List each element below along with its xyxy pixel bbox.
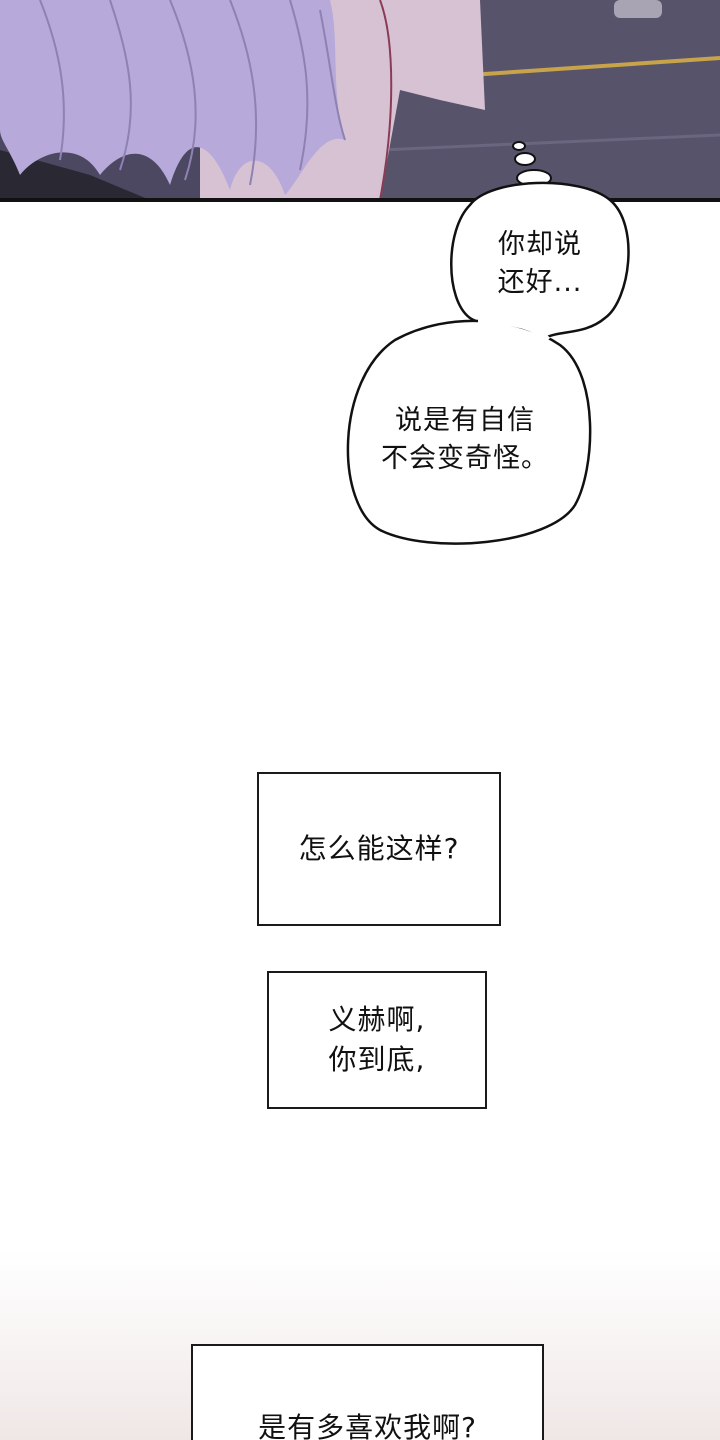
thought-trail-dot-medium: [514, 152, 536, 166]
character-hair-illustration: [0, 0, 720, 200]
narration-box-1: 怎么能这样?: [257, 772, 501, 926]
comic-panel-illustration: [0, 0, 720, 200]
thought-bubbles-graphic: [346, 141, 630, 545]
thought-bubble-upper: [450, 181, 630, 340]
narration-box-2: 义赫啊, 你到底,: [267, 971, 487, 1109]
thought-trail-dot-small: [512, 141, 526, 151]
thought-bubble-text-lower: 说是有自信 不会变奇怪。: [381, 405, 549, 474]
narration-box-3: 是有多喜欢我啊?: [191, 1344, 544, 1440]
panel-border: [0, 198, 720, 202]
thought-bubble-text-upper: 你却说 还好...: [497, 229, 583, 298]
